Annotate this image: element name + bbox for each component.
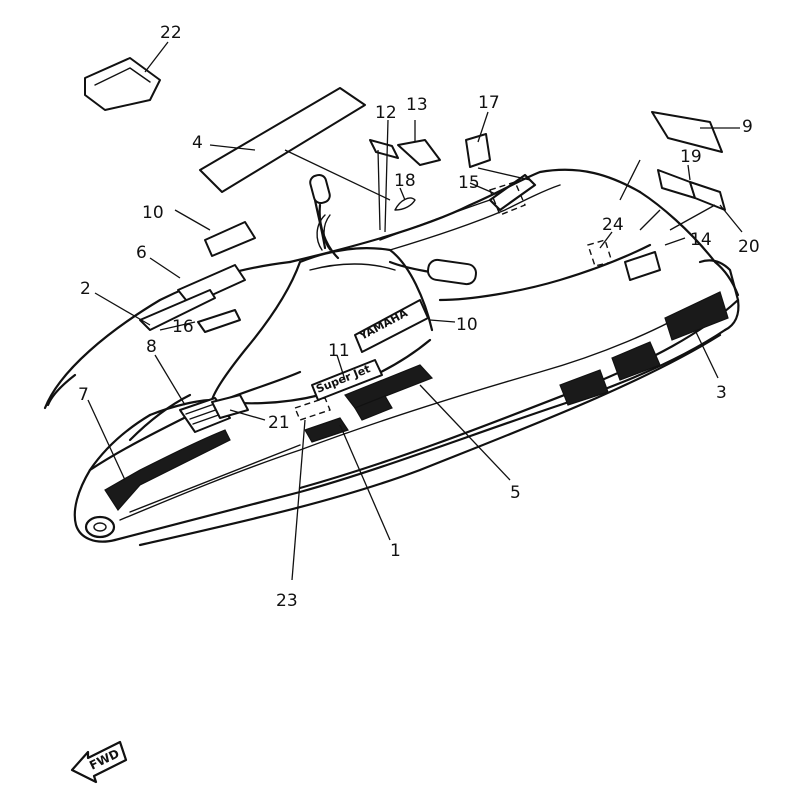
callout-10-upper: 10: [142, 203, 164, 223]
rear-deck: [379, 173, 652, 302]
decal-22-pad: [84, 57, 161, 111]
decal-5-side-stripe: [344, 364, 434, 421]
decal-3-side-stripe: [559, 291, 729, 406]
callout-8: 8: [146, 337, 157, 357]
decal-24-hidden: [587, 239, 613, 267]
callout-12: 12: [375, 103, 397, 123]
callout-4: 4: [192, 133, 203, 153]
callout-labels: 22 4 12 13 17 18 15 9 19 20 10 24 14 6 2…: [78, 23, 760, 611]
callout-13: 13: [406, 95, 428, 115]
callout-16: 16: [172, 317, 194, 337]
callout-1: 1: [390, 541, 401, 561]
decal-12: [369, 139, 399, 159]
decal-20: [689, 181, 726, 211]
callout-17: 17: [478, 93, 500, 113]
decal-16: [197, 309, 241, 333]
decal-15-hidden: [489, 181, 526, 216]
decal-9: [651, 111, 723, 153]
callout-21: 21: [268, 413, 290, 433]
callout-5: 5: [510, 483, 521, 503]
callout-11: 11: [328, 341, 350, 361]
decal-14: [624, 251, 661, 281]
callout-18: 18: [394, 171, 416, 191]
leader-lines: [87, 41, 743, 581]
callout-23: 23: [276, 591, 298, 611]
front-hood: [128, 247, 434, 442]
callout-9: 9: [742, 117, 753, 137]
decal-21: [211, 394, 249, 419]
callout-14: 14: [690, 230, 712, 250]
callout-19: 19: [680, 147, 702, 167]
fwd-arrow-icon: FWD: [70, 740, 128, 784]
part-18-clip: [394, 197, 416, 211]
callout-24: 24: [602, 215, 624, 235]
decal-4-strip: [199, 87, 366, 193]
decal-23-hidden: [294, 397, 331, 421]
decal-1-stripe: [304, 417, 349, 443]
callout-6: 6: [136, 243, 147, 263]
callout-15: 15: [458, 173, 480, 193]
callout-22: 22: [160, 23, 182, 43]
callout-2: 2: [80, 279, 91, 299]
decal-10-upper: [204, 221, 256, 257]
decal-7-nose-stripe: [104, 429, 231, 511]
callout-7: 7: [78, 385, 89, 405]
callout-20: 20: [738, 237, 760, 257]
callout-3: 3: [716, 383, 727, 403]
decal-13: [397, 139, 441, 166]
decal-17: [465, 133, 491, 168]
decal-2: [139, 289, 216, 331]
decal-10-yamaha: YAMAHA: [354, 299, 429, 353]
callout-10-lower: 10: [456, 315, 478, 335]
hull-outline: [43, 168, 740, 547]
handlebar: [309, 173, 477, 286]
